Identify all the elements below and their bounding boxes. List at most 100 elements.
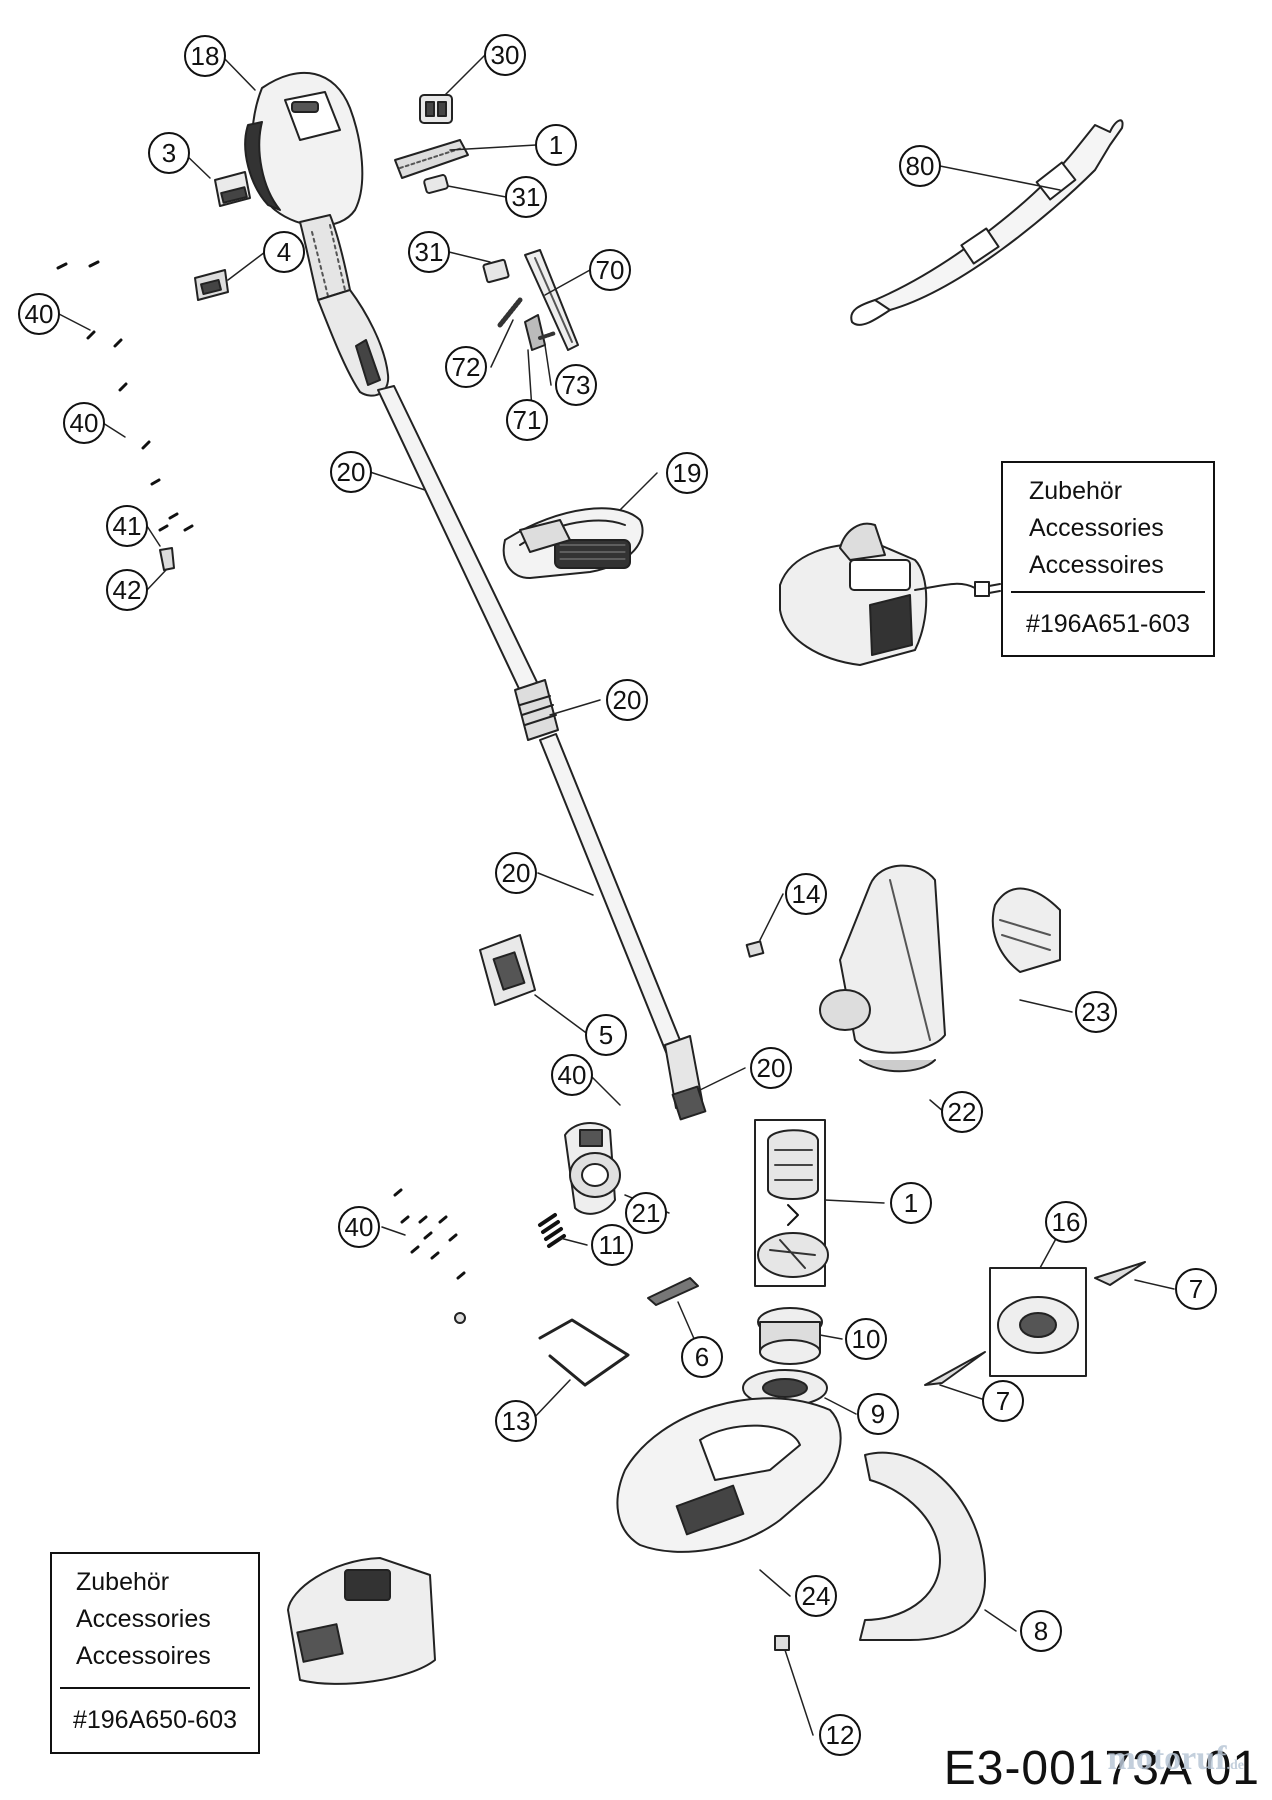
motor-housing	[819, 864, 946, 1073]
accessory-line: Accessoires	[1029, 551, 1164, 579]
callout-7: 7	[982, 1380, 1024, 1422]
guard-extension	[859, 1451, 986, 1641]
callout-circle	[666, 452, 708, 494]
callout-circle	[495, 852, 537, 894]
callout-label: 5	[599, 1020, 613, 1050]
callout-40: 40	[551, 1054, 593, 1096]
callout-circle	[1020, 1610, 1062, 1652]
callout-label: 41	[113, 511, 142, 541]
circuit-board	[394, 139, 469, 194]
base-plate	[989, 1267, 1087, 1377]
callout-label: 31	[512, 182, 541, 212]
callout-label: 14	[792, 879, 821, 909]
callout-circle	[1175, 1268, 1217, 1310]
callout-circle	[551, 1054, 593, 1096]
callout-21: 21	[625, 1192, 667, 1234]
callout-circle	[857, 1393, 899, 1435]
callout-40: 40	[63, 402, 105, 444]
callout-label: 18	[191, 41, 220, 71]
callout-73: 73	[555, 364, 597, 406]
watermark-tld: .de	[1226, 1758, 1245, 1773]
callout-circle	[941, 1091, 983, 1133]
callout-circle	[106, 569, 148, 611]
accessory-line: Zubehör	[76, 1568, 170, 1596]
callout-label: 4	[277, 237, 291, 267]
accessory-line: Zubehör	[1029, 477, 1123, 505]
callout-circle	[982, 1380, 1024, 1422]
callout-12: 12	[819, 1714, 861, 1756]
screws-lower	[393, 1188, 466, 1280]
accessory-separator	[1011, 591, 1205, 593]
callout-label: 23	[1082, 997, 1111, 1027]
callout-circle	[681, 1336, 723, 1378]
head-housing	[564, 1122, 621, 1215]
callout-10: 10	[845, 1318, 887, 1360]
callout-circle	[750, 1047, 792, 1089]
callout-circle	[845, 1318, 887, 1360]
callout-5: 5	[585, 1014, 627, 1056]
callout-1: 1	[890, 1182, 932, 1224]
callout-31: 31	[408, 231, 450, 273]
callout-label: 72	[452, 352, 481, 382]
drawing-code: E3-00173A 01	[943, 1742, 1260, 1795]
callout-circle	[591, 1224, 633, 1266]
callout-label: 12	[826, 1720, 855, 1750]
accessory-separator	[60, 1687, 250, 1689]
callout-30: 30	[484, 34, 526, 76]
callout-20: 20	[495, 852, 537, 894]
callout-label: 31	[415, 237, 444, 267]
callout-40: 40	[18, 293, 60, 335]
callout-label: 20	[757, 1053, 786, 1083]
accessory-box-charger: Zubehör Accessories Accessoires #196A651…	[1001, 461, 1215, 657]
accessory-line: Accessoires	[76, 1642, 211, 1670]
small-clip	[745, 940, 765, 958]
callout-42: 42	[106, 569, 148, 611]
callout-circle	[585, 1014, 627, 1056]
callout-circle	[819, 1714, 861, 1756]
callout-circle	[148, 132, 190, 174]
callout-circle	[495, 1400, 537, 1442]
blade-part	[647, 1277, 699, 1306]
callout-71: 71	[506, 399, 548, 441]
callout-label: 7	[996, 1386, 1010, 1416]
callout-label: 40	[70, 408, 99, 438]
callout-13: 13	[495, 1400, 537, 1442]
callout-19: 19	[666, 452, 708, 494]
watermark: motoruf.de	[1108, 1740, 1244, 1778]
spool	[757, 1307, 823, 1365]
callout-label: 73	[562, 370, 591, 400]
callout-label: 80	[906, 151, 935, 181]
callout-20: 20	[606, 679, 648, 721]
callout-7: 7	[1175, 1268, 1217, 1310]
callout-label: 40	[558, 1060, 587, 1090]
accessory-part-number: #196A650-603	[72, 1706, 238, 1734]
clip-part	[194, 171, 251, 301]
callout-label: 40	[25, 299, 54, 329]
callout-24: 24	[795, 1575, 837, 1617]
callout-label: 24	[802, 1581, 831, 1611]
battery-pack	[287, 1557, 436, 1685]
callout-label: 9	[871, 1399, 885, 1429]
callout-circle	[535, 124, 577, 166]
callout-label: 21	[632, 1198, 661, 1228]
callout-label: 22	[948, 1097, 977, 1127]
callout-label: 8	[1034, 1616, 1048, 1646]
callout-4: 4	[263, 231, 305, 273]
callout-11: 11	[591, 1224, 633, 1266]
callout-label: 6	[695, 1342, 709, 1372]
switch-block	[479, 934, 536, 1006]
callout-circle	[506, 399, 548, 441]
callout-circle	[263, 231, 305, 273]
motor-cover	[991, 887, 1061, 973]
callout-circle	[795, 1575, 837, 1617]
callout-circle	[184, 35, 226, 77]
callout-label: 1	[904, 1188, 918, 1218]
spring	[538, 1213, 566, 1248]
callout-circle	[18, 293, 60, 335]
callout-label: 20	[502, 858, 531, 888]
callout-label: 7	[1189, 1274, 1203, 1304]
callout-circle	[785, 873, 827, 915]
callout-20: 20	[750, 1047, 792, 1089]
callout-circle	[589, 249, 631, 291]
